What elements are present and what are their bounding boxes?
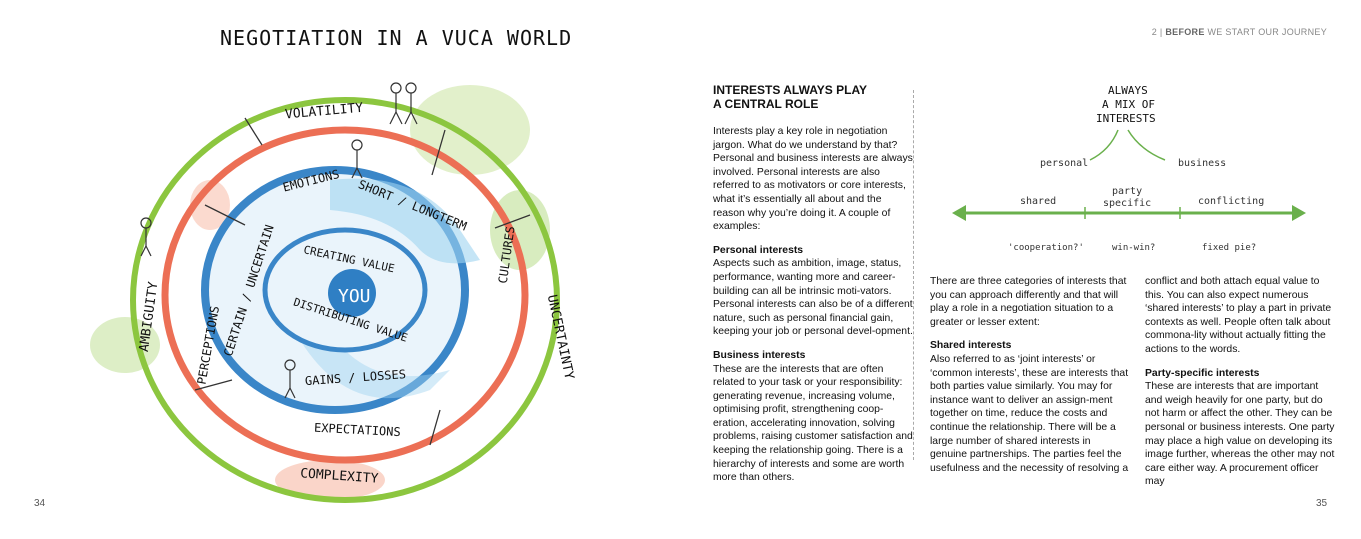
win-win-label: win-win?	[1112, 243, 1155, 253]
divider-line	[431, 129, 446, 176]
branch-left	[1089, 129, 1119, 161]
divider-line	[244, 117, 263, 146]
mix-line-3: INTERESTS	[1096, 112, 1156, 125]
complexity-label: COMPLEXITY	[300, 466, 379, 486]
page-number-right: 35	[1316, 498, 1328, 509]
you-circle	[328, 269, 376, 317]
shared-heading: Shared interests	[930, 340, 1012, 352]
header-bold: BEFORE	[1165, 27, 1205, 37]
uncertainty-label: UNCERTAINTY	[544, 293, 577, 381]
divider-line	[194, 379, 233, 391]
business-paragraph: These are the interests that are often r…	[713, 363, 913, 484]
mix-line-1: ALWAYS	[1108, 84, 1148, 97]
header-rest: WE START OUR JOURNEY	[1207, 27, 1327, 37]
vuca-diagram: YOU CREATING VALUE DISTRIBUTING VALUE SH…	[90, 82, 577, 503]
branch-right	[1127, 129, 1166, 161]
fixed-pie-label: fixed pie?	[1202, 243, 1256, 253]
running-header: 2 | BEFORE WE START OUR JOURNEY	[1152, 27, 1327, 37]
personal-label: personal	[1040, 158, 1088, 169]
right-page: 2 | BEFORE WE START OUR JOURNEY INTEREST…	[680, 0, 1361, 539]
cooperation-label: 'cooperation?'	[1008, 243, 1084, 253]
you-label: YOU	[338, 286, 371, 307]
blue-wash	[300, 340, 450, 399]
green-splash	[410, 85, 530, 175]
red-ring	[161, 126, 529, 464]
stick-figures-icon	[140, 82, 418, 399]
divider-line	[429, 409, 441, 446]
conflict-paragraph: conflict and both attach equal value to …	[1145, 276, 1332, 355]
text-column-1: INTERESTS ALWAYS PLAY A CENTRAL ROLE Int…	[713, 83, 913, 495]
divider-line	[204, 204, 246, 226]
business-label: business	[1178, 158, 1226, 169]
arrow-right-icon	[1292, 205, 1306, 221]
arrow-left-icon	[952, 205, 966, 221]
volatility-label: VOLATILITY	[284, 101, 363, 123]
shared-paragraph: Also referred to as ‘joint interests’ or…	[930, 353, 1129, 474]
party-line-1: party	[1112, 186, 1142, 197]
header-section: 2 |	[1151, 27, 1163, 37]
text-column-2: There are three categories of interests …	[930, 275, 1130, 485]
party-paragraph: These are interests that are important a…	[1145, 381, 1335, 488]
party-heading: Party-specific interests	[1145, 367, 1260, 379]
interests-diagram: ALWAYS A MIX OF INTERESTS personal busin…	[940, 80, 1320, 270]
conflicting-label: conflicting	[1198, 196, 1264, 207]
party-line-2: specific	[1103, 198, 1151, 209]
personal-heading: Personal interests	[713, 244, 804, 256]
interests-diagram-svg: ALWAYS A MIX OF INTERESTS personal busin…	[952, 84, 1306, 253]
left-page: NEGOTIATION IN A VUCA WORLD	[0, 0, 680, 539]
green-ring	[130, 97, 560, 503]
mix-line-2: A MIX OF	[1102, 98, 1155, 111]
intro-paragraph: Interests play a key role in negotiation…	[713, 126, 913, 233]
shared-label: shared	[1020, 196, 1056, 207]
blue-wash	[330, 178, 480, 264]
diagram-title: NEGOTIATION IN A VUCA WORLD	[220, 26, 573, 50]
text-column-3: conflict and both attach equal value to …	[1145, 275, 1335, 499]
categories-paragraph: There are three categories of interests …	[930, 276, 1127, 328]
page-number-left: 34	[34, 498, 46, 509]
section-heading: INTERESTS ALWAYS PLAY A CENTRAL ROLE	[713, 83, 868, 111]
divider-line	[494, 214, 531, 229]
personal-paragraph: Aspects such as ambition, image, status,…	[713, 258, 913, 338]
column-divider	[913, 90, 914, 460]
business-heading: Business interests	[713, 349, 806, 361]
red-splash	[275, 460, 385, 500]
expectations-label: EXPECTATIONS	[314, 421, 401, 440]
